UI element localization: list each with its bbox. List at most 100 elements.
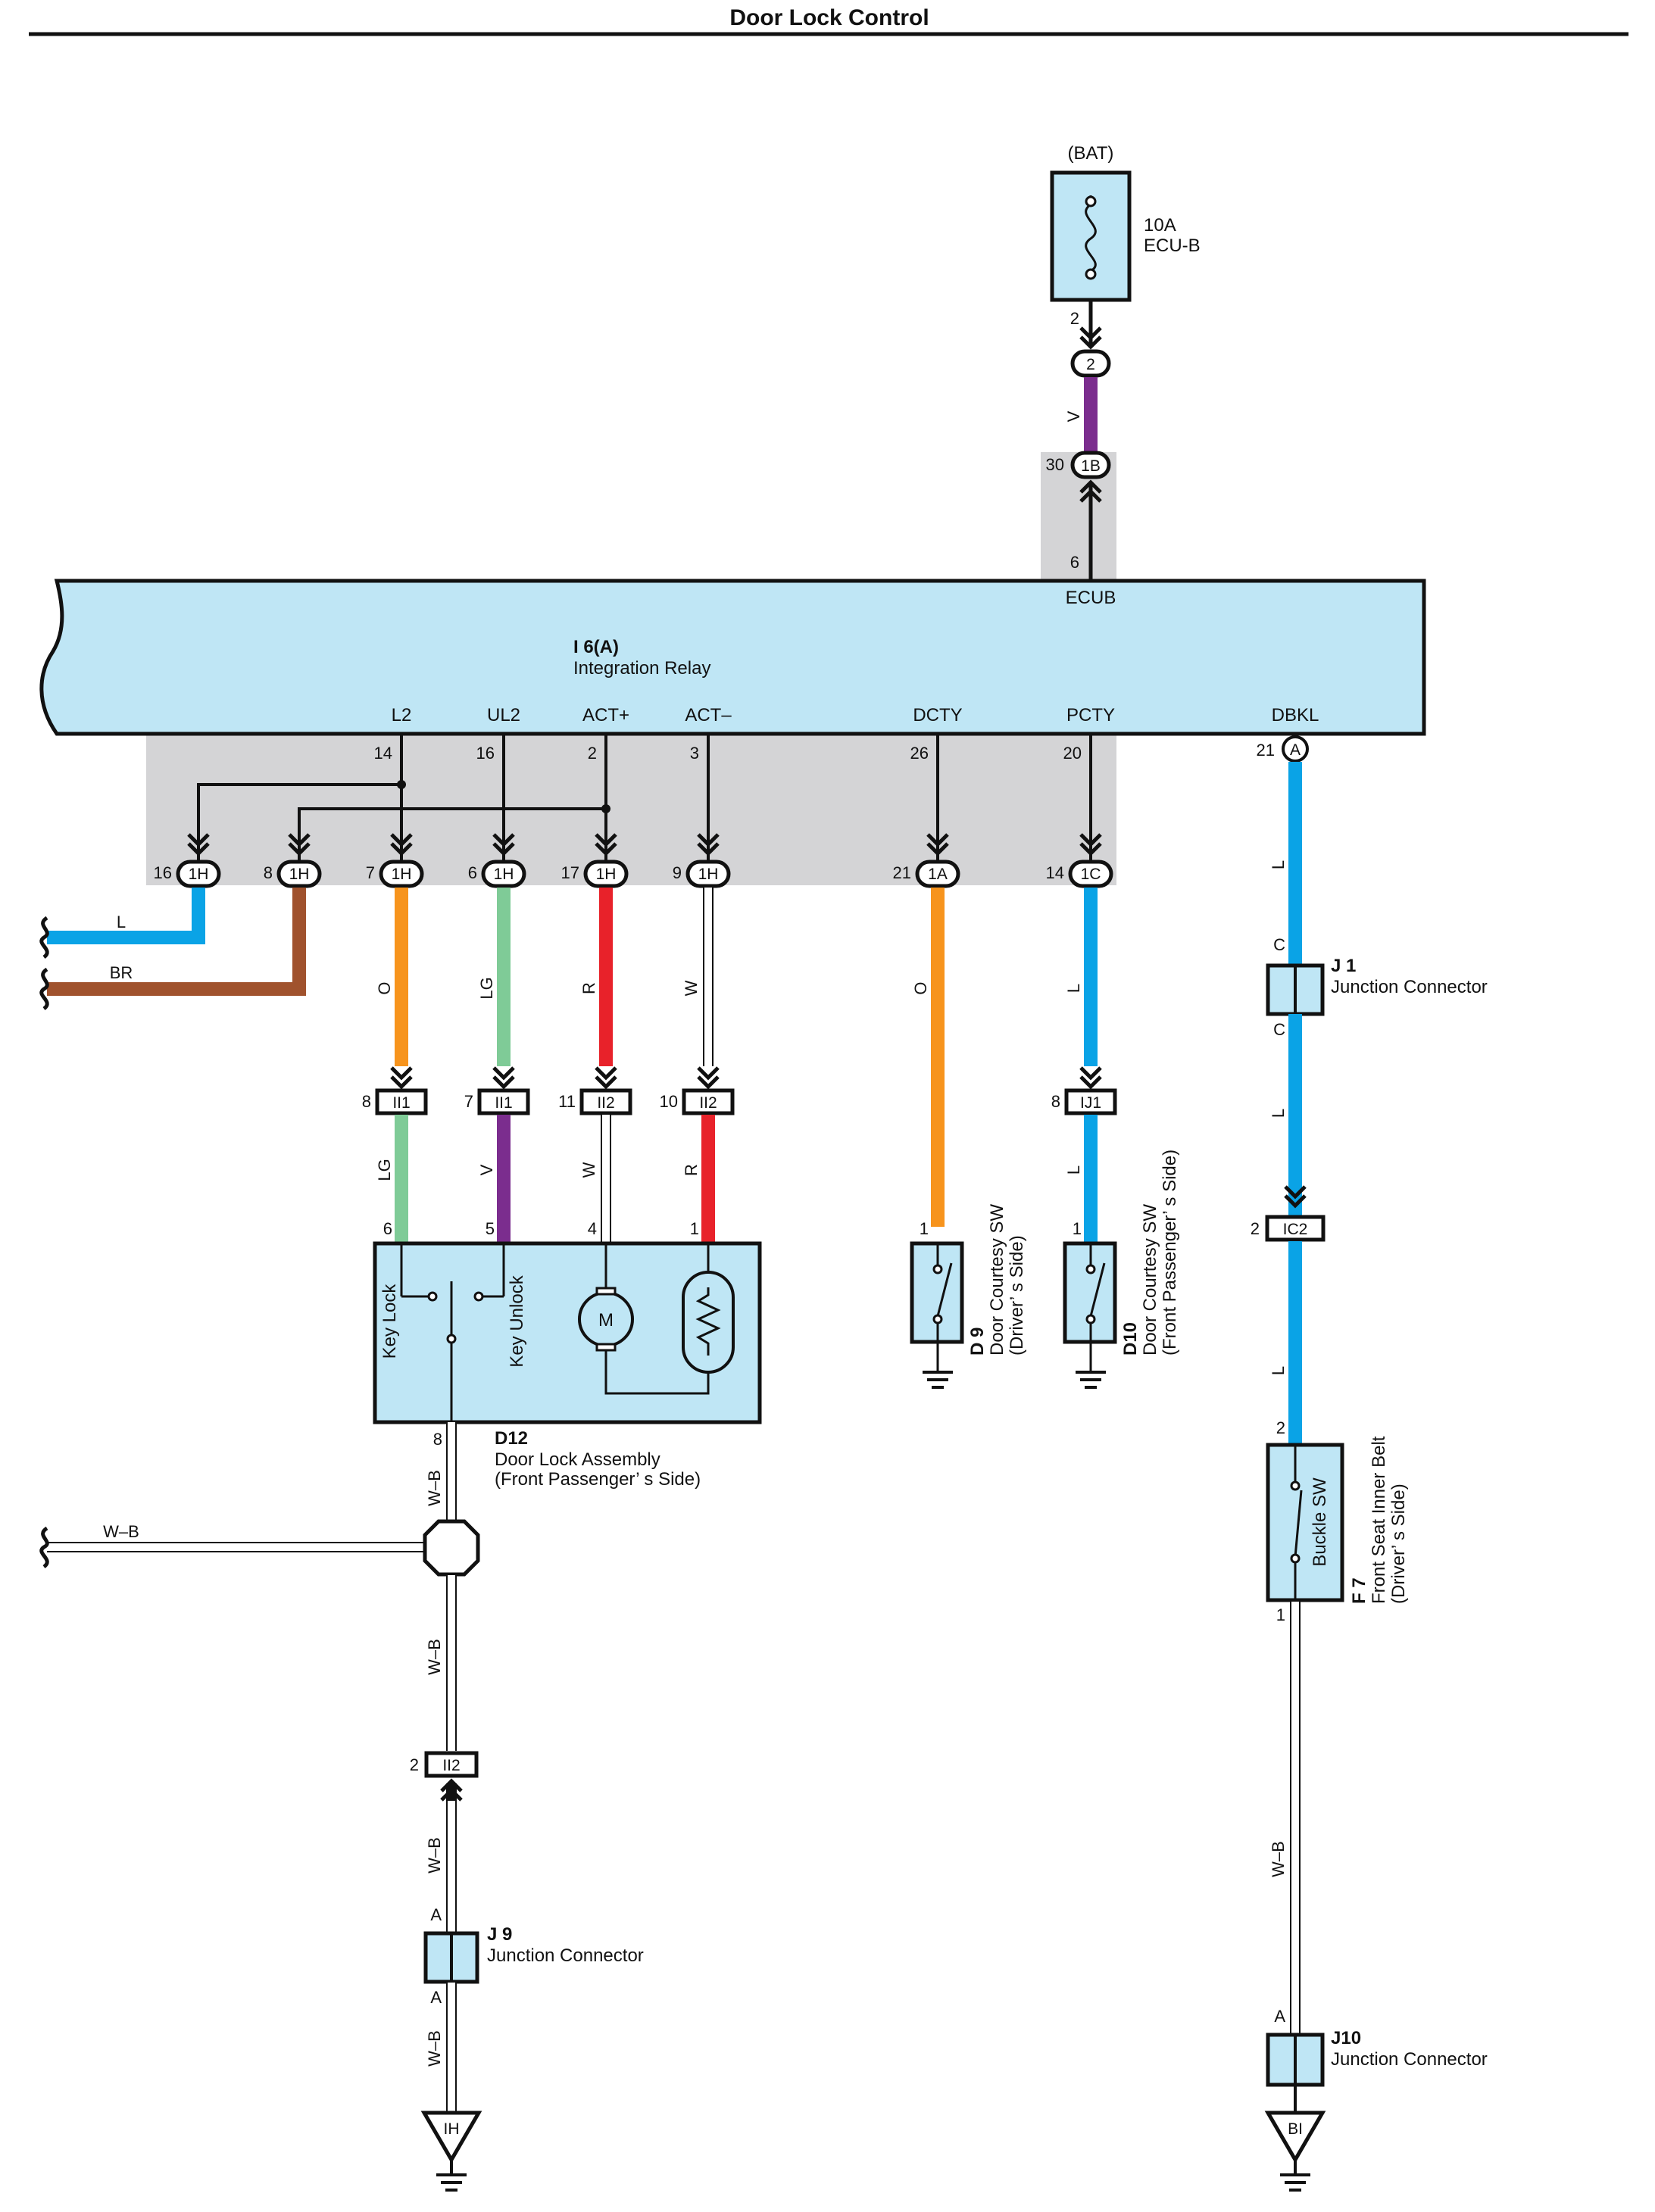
row-connector-arrow [595,833,617,856]
d10-switch-blade [1089,1262,1106,1317]
d10-side: (Front Passenger’ s Side) [1160,1150,1180,1356]
relay-ecub-label: ECUB [1066,588,1116,608]
row-connector-1h-7: 7 1H [366,833,424,888]
row-connector-pin: 16 [154,863,172,882]
fuse-connector [1070,349,1111,378]
fuse-arrow-1 [1079,326,1102,341]
wire-l-dbkl-2-label: L [1269,1109,1288,1118]
connector-ii1-8: 8 II1 [362,1066,428,1115]
lead-l2-branch [197,783,401,863]
d12-id: D12 [495,1428,528,1449]
j10-name: Junction Connector [1331,2049,1488,2070]
d9-side: (Driver’ s Side) [1007,1235,1027,1356]
connector-pin: 2 [410,1755,419,1774]
ground-bi: BI [1264,2111,1326,2192]
connector-ic2-body [1265,1215,1326,1242]
connector-code: II2 [442,1757,460,1774]
j10-id: J10 [1331,2028,1361,2048]
wire-break-wb [39,1526,49,1569]
connector-ic2-pin: 2 [1251,1219,1260,1238]
wire-l-left-label: L [117,913,126,931]
fuse-symbol [1085,195,1097,276]
ecub-pin: 6 [1070,553,1079,572]
row-connector-body [176,860,221,888]
connector-body [1064,1088,1117,1115]
wire-l-pcty-label: L [1064,984,1083,993]
row-connector-body [379,860,424,888]
relay-pin-2: 2 [588,744,597,763]
d12-ground-pin: 8 [433,1430,442,1449]
relay-terminal-act-plus: ACT+ [582,705,629,725]
connector-code: II1 [495,1094,512,1112]
j10-pin-top: A [1274,2007,1285,2026]
connector-pin: 8 [1051,1092,1060,1111]
d12-switch-pivot [446,1334,457,1344]
ecub-connector-pin: 30 [1046,455,1064,474]
wire-r-act-plus-label: R [579,982,598,994]
splice-l2 [397,780,406,789]
row-connector-body [583,860,629,888]
d10-contact-bottom [1085,1314,1096,1324]
connector-ic2-arrow [1284,1185,1307,1209]
wire-wb-left-label: W–B [103,1522,139,1541]
d10-pin: 1 [1073,1219,1082,1238]
wire-l-d10-label: L [1064,1165,1083,1175]
ecub-connector-code: 1B [1081,457,1101,475]
connector-body [424,1751,479,1778]
d12-key-lock-label: Key Lock [379,1284,400,1359]
wire-wb-f7-label: W–B [1269,1841,1288,1877]
f7-switch-blade [1294,1490,1303,1558]
relay-pin-14: 14 [374,744,392,763]
d12-motor-label: M [598,1310,614,1331]
row-connector-body [1068,860,1113,888]
d12-key-lock-dot [427,1291,438,1302]
wire-wb-d12-3-label: W–B [425,1837,444,1873]
row-connector-code: 1A [928,866,948,883]
connector-arrow [595,1066,617,1090]
connector-body [682,1088,735,1115]
splice-act-plus [601,804,610,813]
d12-side: (Front Passenger’ s Side) [495,1469,701,1490]
f7-side: (Driver’ s Side) [1388,1484,1409,1604]
fuse-symbol-top-dot [1085,195,1097,207]
row-connector-code: 1H [596,866,617,883]
row-connector-code: 1H [289,866,310,883]
wire-lg-d12-label: LG [375,1159,394,1181]
connector-code: IJ1 [1080,1094,1101,1112]
relay-pin-26: 26 [910,744,929,763]
integration-relay-box [39,579,1426,736]
connector-ii2-10: 10 II2 [660,1066,735,1115]
wire-o-dcty-label: O [911,981,930,994]
j9-pin-top: A [430,1905,442,1924]
f7-contact-bottom [1290,1553,1301,1564]
connector-ic2: 2 IC2 [1251,1185,1326,1242]
ecub-arrow-1 [1079,479,1102,494]
row-connector-body [276,860,322,888]
relay-terminal-dcty: DCTY [913,705,962,725]
relay-terminal-l2: L2 [392,705,412,725]
fuse-rating: 10A [1144,215,1176,236]
wire-wb-d12-2-label: W–B [425,1639,444,1675]
row-connector-pin: 14 [1046,863,1064,882]
row-connector-body [481,860,526,888]
row-connector-1h-8: 8 1H [264,833,322,888]
connector-code: II2 [699,1094,717,1112]
wire-break-br [39,967,49,1011]
row-connector-1h-16: 16 1H [154,833,221,888]
j1-name: Junction Connector [1331,977,1488,997]
d10-contact-top [1085,1264,1096,1274]
fuse-connector-code: 2 [1086,356,1095,373]
relay-dbkl-connector-code: A [1290,741,1301,759]
connector-ii2-11: 11 II2 [558,1066,632,1115]
connector-ij1-8: 8 IJ1 [1051,1066,1117,1115]
row-connector-code: 1H [698,866,719,883]
wire-br-left [47,888,306,996]
row-connector-arrow [390,833,413,856]
d12-key-unlock-dot [473,1291,484,1302]
wire-l-dbkl-1-label: L [1269,860,1288,869]
d12-motor-return [604,1350,710,1395]
row-connector-code: 1H [392,866,412,883]
relay-pin-16: 16 [476,744,495,763]
d9-contact-top [932,1264,943,1274]
